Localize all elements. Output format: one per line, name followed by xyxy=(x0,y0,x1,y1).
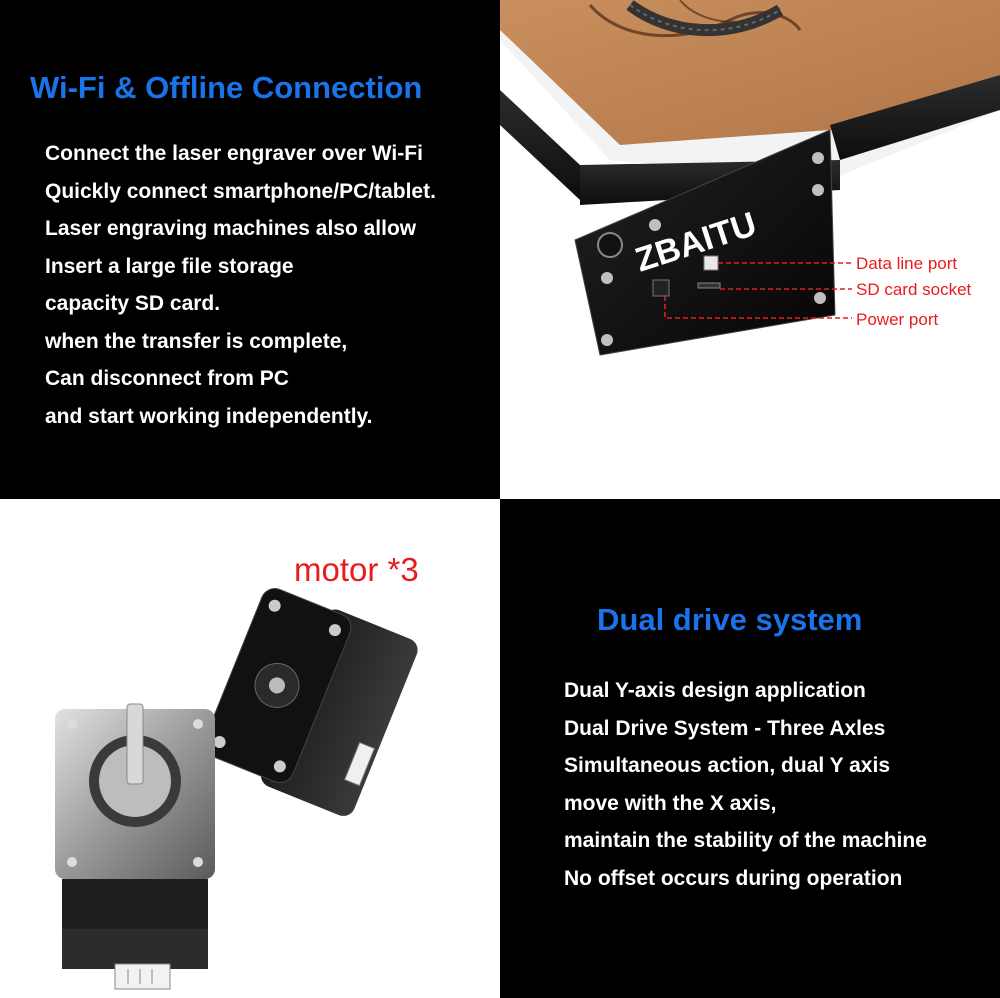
wifi-panel: Wi-Fi & Offline Connection Connect the l… xyxy=(0,0,500,499)
data-line-port-label: Data line port xyxy=(856,254,958,273)
stepper-motors-illustration xyxy=(55,588,418,990)
wifi-line: Can disconnect from PC xyxy=(45,367,289,390)
wifi-line: Laser engraving machines also allow xyxy=(45,217,417,240)
engraving xyxy=(588,4,802,38)
stepper-motor-back xyxy=(203,588,418,816)
adjustment-knob xyxy=(597,232,623,258)
control-box xyxy=(574,129,836,356)
dual-drive-description: Dual Y-axis design application Dual Driv… xyxy=(564,672,927,897)
wifi-line: Quickly connect smartphone/PC/tablet. xyxy=(45,179,436,203)
wifi-line: and start working independently. xyxy=(45,404,373,428)
dual-drive-panel: Dual drive system Dual Y-axis design app… xyxy=(500,499,1000,998)
motor-title: motor *3 xyxy=(294,551,419,588)
dual-drive-line: Dual Drive System - Three Axles xyxy=(564,716,886,740)
callout-line-power xyxy=(664,296,852,319)
wifi-heading: Wi-Fi & Offline Connection xyxy=(30,70,423,105)
dual-drive-line: No offset occurs during operation xyxy=(564,866,903,890)
power-port-label: Power port xyxy=(856,310,939,329)
screw xyxy=(601,334,613,346)
frame-rail-right xyxy=(830,75,1000,160)
screw xyxy=(601,272,613,284)
screw xyxy=(812,152,824,164)
wifi-description: Connect the laser engraver over Wi-Fi Qu… xyxy=(45,135,436,435)
wifi-line: Insert a large file storage xyxy=(45,254,294,278)
dual-drive-heading: Dual drive system xyxy=(597,602,863,637)
wifi-line: Connect the laser engraver over Wi-Fi xyxy=(45,142,423,165)
motor-panel: motor *3 xyxy=(0,499,500,998)
dual-drive-line: maintain the stability of the machine xyxy=(564,829,927,852)
sd-card-socket-label: SD card socket xyxy=(856,280,972,299)
usb-port xyxy=(703,255,719,271)
screw xyxy=(649,219,661,231)
wood-board xyxy=(500,0,1000,145)
engraver-port-illustration: ZBAITU xyxy=(500,0,1000,356)
wifi-line: capacity SD card. xyxy=(45,292,221,315)
dual-drive-line: Simultaneous action, dual Y axis xyxy=(564,754,890,777)
dual-drive-line: Dual Y-axis design application xyxy=(564,679,866,702)
wifi-line: when the transfer is complete, xyxy=(45,329,348,353)
sd-slot xyxy=(697,282,721,289)
screw xyxy=(814,292,826,304)
frame-rail-left xyxy=(500,90,580,200)
stepper-motor-front xyxy=(55,703,215,990)
ports-panel: ZBAITU Data line port SD card socket Pow… xyxy=(500,0,1000,499)
braided-cable xyxy=(629,4,781,32)
dual-drive-line: move with the X axis, xyxy=(564,791,777,815)
screw xyxy=(812,184,824,196)
power-jack xyxy=(652,279,670,297)
